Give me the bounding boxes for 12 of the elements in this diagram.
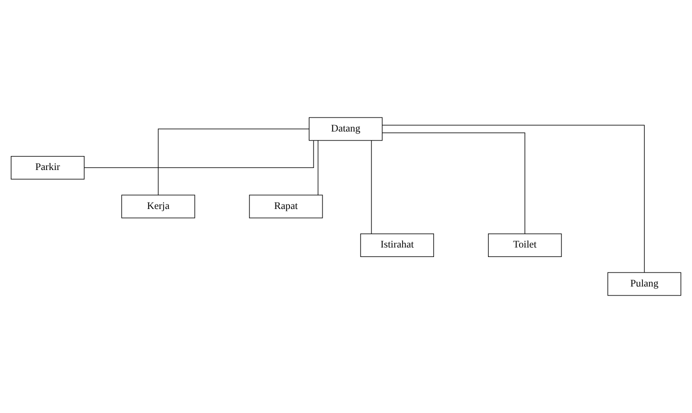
node-box: Kerja (121, 194, 196, 218)
node-box: Istirahat (360, 234, 434, 258)
node-box: Pulang (607, 272, 682, 296)
connector (84, 140, 314, 168)
node-box: Rapat (249, 194, 323, 218)
node-box: Toilet (488, 234, 562, 258)
connector (371, 140, 372, 234)
connector (382, 132, 526, 234)
node-box: Parkir (10, 156, 85, 180)
node-box: Datang (308, 117, 383, 141)
connector (382, 124, 645, 273)
connector (158, 128, 310, 196)
